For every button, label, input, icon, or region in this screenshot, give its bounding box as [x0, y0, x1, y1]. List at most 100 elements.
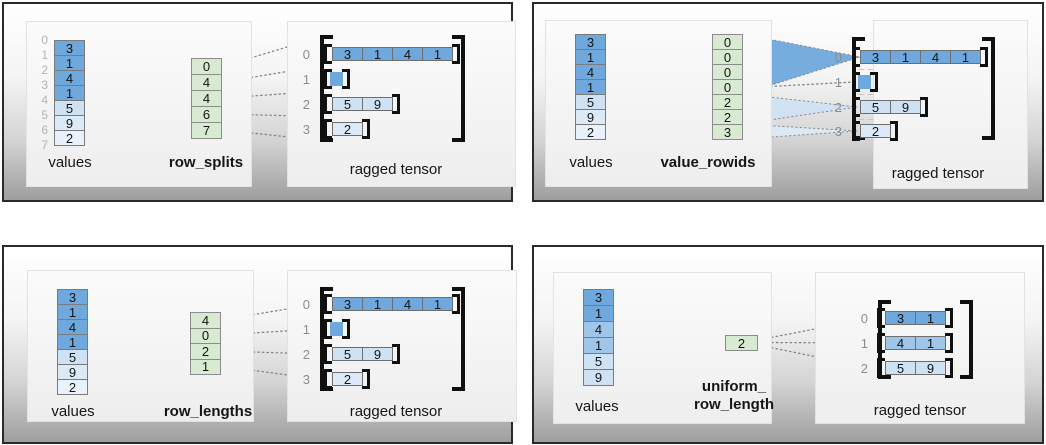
- values-cell: 9: [54, 115, 85, 131]
- tensor-cell: 3: [332, 297, 363, 311]
- values-label: values: [575, 398, 619, 415]
- tensor-cell: 2: [332, 372, 363, 386]
- values-boundary-index: 7: [41, 138, 48, 152]
- row-bracket-right: [920, 97, 928, 117]
- row-partition-cell: 2: [712, 94, 743, 110]
- tensor-row-label: 0: [834, 50, 842, 65]
- row-bracket-right: [890, 121, 898, 141]
- row-partition-cell: 0: [191, 58, 222, 75]
- tensor-row-label: 1: [860, 336, 868, 351]
- values-cell: 1: [54, 85, 85, 101]
- values-boundary-index: 3: [41, 78, 48, 92]
- tensor-row-label: 1: [302, 322, 310, 337]
- row-bracket-left: [877, 308, 885, 328]
- row-bracket-right: [945, 358, 953, 378]
- values-cell: 1: [54, 55, 85, 71]
- row-bracket-right: [362, 369, 370, 389]
- row-bracket-left: [324, 344, 332, 364]
- row-partition-cell: 0: [712, 64, 743, 80]
- tensor-cell: 1: [890, 50, 921, 64]
- values-cell: 3: [583, 289, 614, 306]
- values-boundary-index: 5: [41, 108, 48, 122]
- values-cell: 4: [575, 64, 606, 80]
- tensor-row-label: 3: [834, 124, 842, 139]
- row-partition-cell: 7: [191, 122, 222, 139]
- tensor-outer-bracket-right: [452, 35, 465, 142]
- values-boundary-index: 2: [41, 63, 48, 77]
- values-cell: 9: [575, 109, 606, 125]
- tensor-outer-bracket-left: [320, 287, 333, 391]
- tensor-cell: 9: [890, 100, 921, 114]
- row-partition-cell: 0: [712, 49, 743, 65]
- row-bracket-left: [877, 333, 885, 353]
- values-cell: 3: [54, 40, 85, 56]
- values-cell: 4: [54, 70, 85, 86]
- values-boundary-index: 4: [41, 93, 48, 107]
- tensor-cell: 5: [860, 100, 891, 114]
- empty-row-box: [858, 75, 871, 89]
- tensor-cell: 9: [362, 347, 393, 361]
- row-bracket-left: [324, 319, 332, 339]
- row-bracket-right: [342, 319, 350, 339]
- tensor-cell: 5: [332, 347, 363, 361]
- row-bracket-right: [392, 94, 400, 114]
- values-cell: 5: [54, 100, 85, 116]
- tensor-outer-bracket-right: [982, 37, 995, 140]
- values-cell: 5: [57, 349, 88, 365]
- tensor-cell: 3: [860, 50, 891, 64]
- values-cell: 2: [54, 130, 85, 146]
- row-bracket-right: [945, 308, 953, 328]
- tensor-cell: 4: [885, 336, 916, 350]
- row-partition-cell: 2: [712, 109, 743, 125]
- ragged-tensor-label: ragged tensor: [349, 161, 443, 178]
- row-bracket-right: [870, 72, 878, 92]
- tensor-outer-bracket-left: [320, 35, 333, 142]
- tensor-cell: 2: [332, 122, 363, 136]
- row-partition-cell: 4: [191, 90, 222, 107]
- tensor-cell: 1: [915, 336, 946, 350]
- tensor-row-label: 0: [860, 311, 868, 326]
- row-bracket-right: [452, 44, 460, 64]
- row-partition-cell: 2: [190, 343, 221, 360]
- values-cell: 9: [57, 364, 88, 380]
- tensor-row-label: 1: [302, 72, 310, 87]
- tensor-cell: 2: [860, 124, 891, 138]
- row-bracket-left: [877, 358, 885, 378]
- row-bracket-left: [852, 121, 860, 141]
- values-cell: 4: [57, 319, 88, 335]
- row-bracket-right: [362, 119, 370, 139]
- row-bracket-left: [852, 97, 860, 117]
- tensor-cell: 1: [422, 297, 453, 311]
- row-partition-cell: 4: [191, 74, 222, 91]
- row-partition-cell: 6: [191, 106, 222, 123]
- row-bracket-left: [852, 47, 860, 67]
- row-bracket-right: [945, 333, 953, 353]
- row-bracket-left: [852, 72, 860, 92]
- tensor-outer-bracket-right: [452, 287, 465, 391]
- values-boundary-index: 1: [41, 48, 48, 62]
- tensor-row-label: 0: [302, 47, 310, 62]
- row-bracket-left: [324, 369, 332, 389]
- method-label: row_lengths: [163, 403, 253, 420]
- values-cell: 1: [583, 305, 614, 322]
- tensor-cell: 4: [920, 50, 951, 64]
- tensor-cell: 9: [362, 97, 393, 111]
- values-cell: 3: [575, 34, 606, 50]
- values-cell: 1: [57, 304, 88, 320]
- values-label: values: [48, 154, 92, 171]
- tensor-cell: 5: [332, 97, 363, 111]
- method-label: uniform_ row_length: [693, 378, 774, 413]
- row-partition-cell: 0: [712, 79, 743, 95]
- tensor-row-label: 2: [302, 97, 310, 112]
- values-boundary-index: 0: [41, 33, 48, 47]
- row-partition-cell: 3: [712, 124, 743, 140]
- values-cell: 9: [583, 369, 614, 386]
- values-cell: 1: [57, 334, 88, 350]
- method-label: value_rowids: [660, 154, 756, 171]
- tensor-cell: 9: [915, 361, 946, 375]
